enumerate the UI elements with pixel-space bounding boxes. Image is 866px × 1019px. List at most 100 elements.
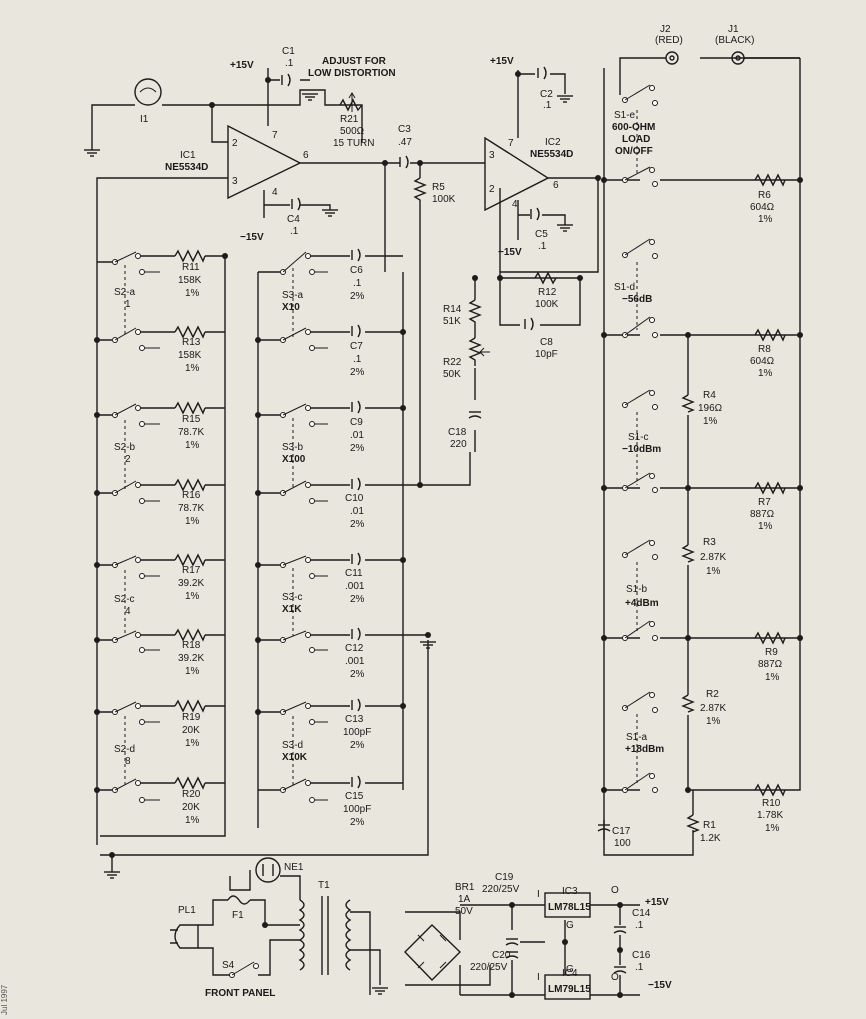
svg-text:39.2K: 39.2K: [178, 653, 204, 664]
svg-text:O: O: [611, 885, 619, 896]
svg-text:2: 2: [232, 138, 238, 149]
svg-text:R17: R17: [182, 565, 201, 576]
svg-text:1%: 1%: [765, 823, 780, 834]
svg-text:+15V: +15V: [645, 897, 669, 908]
output-jacks: [619, 51, 800, 95]
svg-text:7: 7: [508, 138, 514, 149]
svg-text:887Ω: 887Ω: [750, 509, 775, 520]
svg-text:C15: C15: [345, 791, 364, 802]
svg-text:6: 6: [303, 150, 309, 161]
svg-text:C19: C19: [495, 872, 514, 883]
side-credit: Jul 1997: [0, 984, 9, 1015]
svg-text:39.2K: 39.2K: [178, 578, 204, 589]
svg-text:51K: 51K: [443, 316, 461, 327]
svg-text:R3: R3: [703, 537, 716, 548]
svg-text:78.7K: 78.7K: [178, 503, 204, 514]
svg-text:R12: R12: [538, 287, 557, 298]
svg-text:1%: 1%: [185, 815, 200, 826]
svg-text:T1: T1: [318, 880, 330, 891]
svg-text:1%: 1%: [758, 214, 773, 225]
svg-text:S1-c: S1-c: [628, 432, 649, 443]
svg-text:.1: .1: [353, 278, 362, 289]
svg-text:R19: R19: [182, 712, 201, 723]
svg-text:S1-d: S1-d: [614, 282, 635, 293]
svg-text:+4dBm: +4dBm: [625, 598, 659, 609]
svg-text:.1: .1: [538, 241, 547, 252]
svg-text:1%: 1%: [185, 440, 200, 451]
svg-text:X10: X10: [282, 302, 300, 313]
svg-text:20K: 20K: [182, 725, 200, 736]
svg-text:S3-a: S3-a: [282, 290, 304, 301]
svg-text:50V: 50V: [455, 906, 473, 917]
svg-text:.01: .01: [350, 430, 364, 441]
ic1-opamp: 2 3 7 4 6: [227, 124, 331, 218]
svg-text:.1: .1: [543, 100, 552, 111]
svg-text:100: 100: [614, 838, 631, 849]
svg-text:LOAD: LOAD: [622, 134, 650, 145]
svg-text:C7: C7: [350, 341, 363, 352]
svg-text:C6: C6: [350, 265, 363, 276]
svg-text:C18: C18: [448, 427, 467, 438]
svg-text:IC4: IC4: [562, 968, 578, 979]
svg-text:C12: C12: [345, 643, 364, 654]
svg-text:R10: R10: [762, 798, 781, 809]
svg-text:2.87K: 2.87K: [700, 552, 726, 563]
svg-text:.001: .001: [345, 581, 365, 592]
svg-text:78.7K: 78.7K: [178, 427, 204, 438]
svg-text:J2: J2: [660, 24, 671, 35]
svg-text:2%: 2%: [350, 519, 365, 530]
svg-text:LM79L15: LM79L15: [548, 984, 591, 995]
svg-text:−15V: −15V: [648, 980, 672, 991]
svg-text:.1: .1: [290, 226, 299, 237]
svg-text:X100: X100: [282, 454, 306, 465]
svg-text:S3-b: S3-b: [282, 442, 304, 453]
svg-text:C8: C8: [540, 337, 553, 348]
svg-text:IC3: IC3: [562, 886, 578, 897]
svg-text:R15: R15: [182, 414, 201, 425]
svg-text:R20: R20: [182, 789, 201, 800]
svg-text:C1: C1: [282, 46, 295, 57]
svg-text:S1-a: S1-a: [626, 732, 648, 743]
svg-text:3: 3: [489, 150, 495, 161]
svg-text:I1: I1: [140, 114, 149, 125]
svg-text:R2: R2: [706, 689, 719, 700]
svg-text:7: 7: [272, 130, 278, 141]
svg-text:.1: .1: [285, 58, 294, 69]
svg-text:C10: C10: [345, 493, 364, 504]
svg-text:+15V: +15V: [230, 60, 254, 71]
svg-text:.1: .1: [635, 920, 644, 931]
svg-text:2: 2: [489, 184, 495, 195]
svg-text:1%: 1%: [758, 521, 773, 532]
svg-text:X10K: X10K: [282, 752, 308, 763]
svg-text:3: 3: [232, 176, 238, 187]
svg-text:+18dBm: +18dBm: [625, 744, 664, 755]
svg-text:100K: 100K: [432, 194, 456, 205]
svg-text:C9: C9: [350, 417, 363, 428]
svg-text:C16: C16: [632, 950, 651, 961]
svg-text:C2: C2: [540, 89, 553, 100]
svg-text:PL1: PL1: [178, 905, 196, 916]
svg-text:1: 1: [125, 299, 131, 310]
svg-text:S2-b: S2-b: [114, 442, 136, 453]
svg-text:1%: 1%: [703, 416, 718, 427]
svg-text:C14: C14: [632, 908, 651, 919]
svg-text:100K: 100K: [535, 299, 559, 310]
svg-text:IC2: IC2: [545, 137, 561, 148]
svg-text:NE1: NE1: [284, 862, 304, 873]
svg-text:C4: C4: [287, 214, 300, 225]
svg-text:IC1: IC1: [180, 150, 196, 161]
lamp-i1: [134, 78, 162, 106]
svg-text:(RED): (RED): [655, 35, 683, 46]
svg-text:(BLACK): (BLACK): [715, 35, 754, 46]
svg-text:2: 2: [125, 454, 131, 465]
svg-text:10pF: 10pF: [535, 349, 558, 360]
power-supply: [170, 857, 591, 1000]
svg-text:C11: C11: [345, 568, 363, 579]
svg-text:1%: 1%: [706, 716, 721, 727]
svg-text:220/25V: 220/25V: [470, 962, 508, 973]
svg-text:G: G: [566, 920, 574, 931]
svg-text:R14: R14: [443, 304, 462, 315]
svg-text:100pF: 100pF: [343, 727, 371, 738]
junction-dots: [94, 71, 803, 998]
